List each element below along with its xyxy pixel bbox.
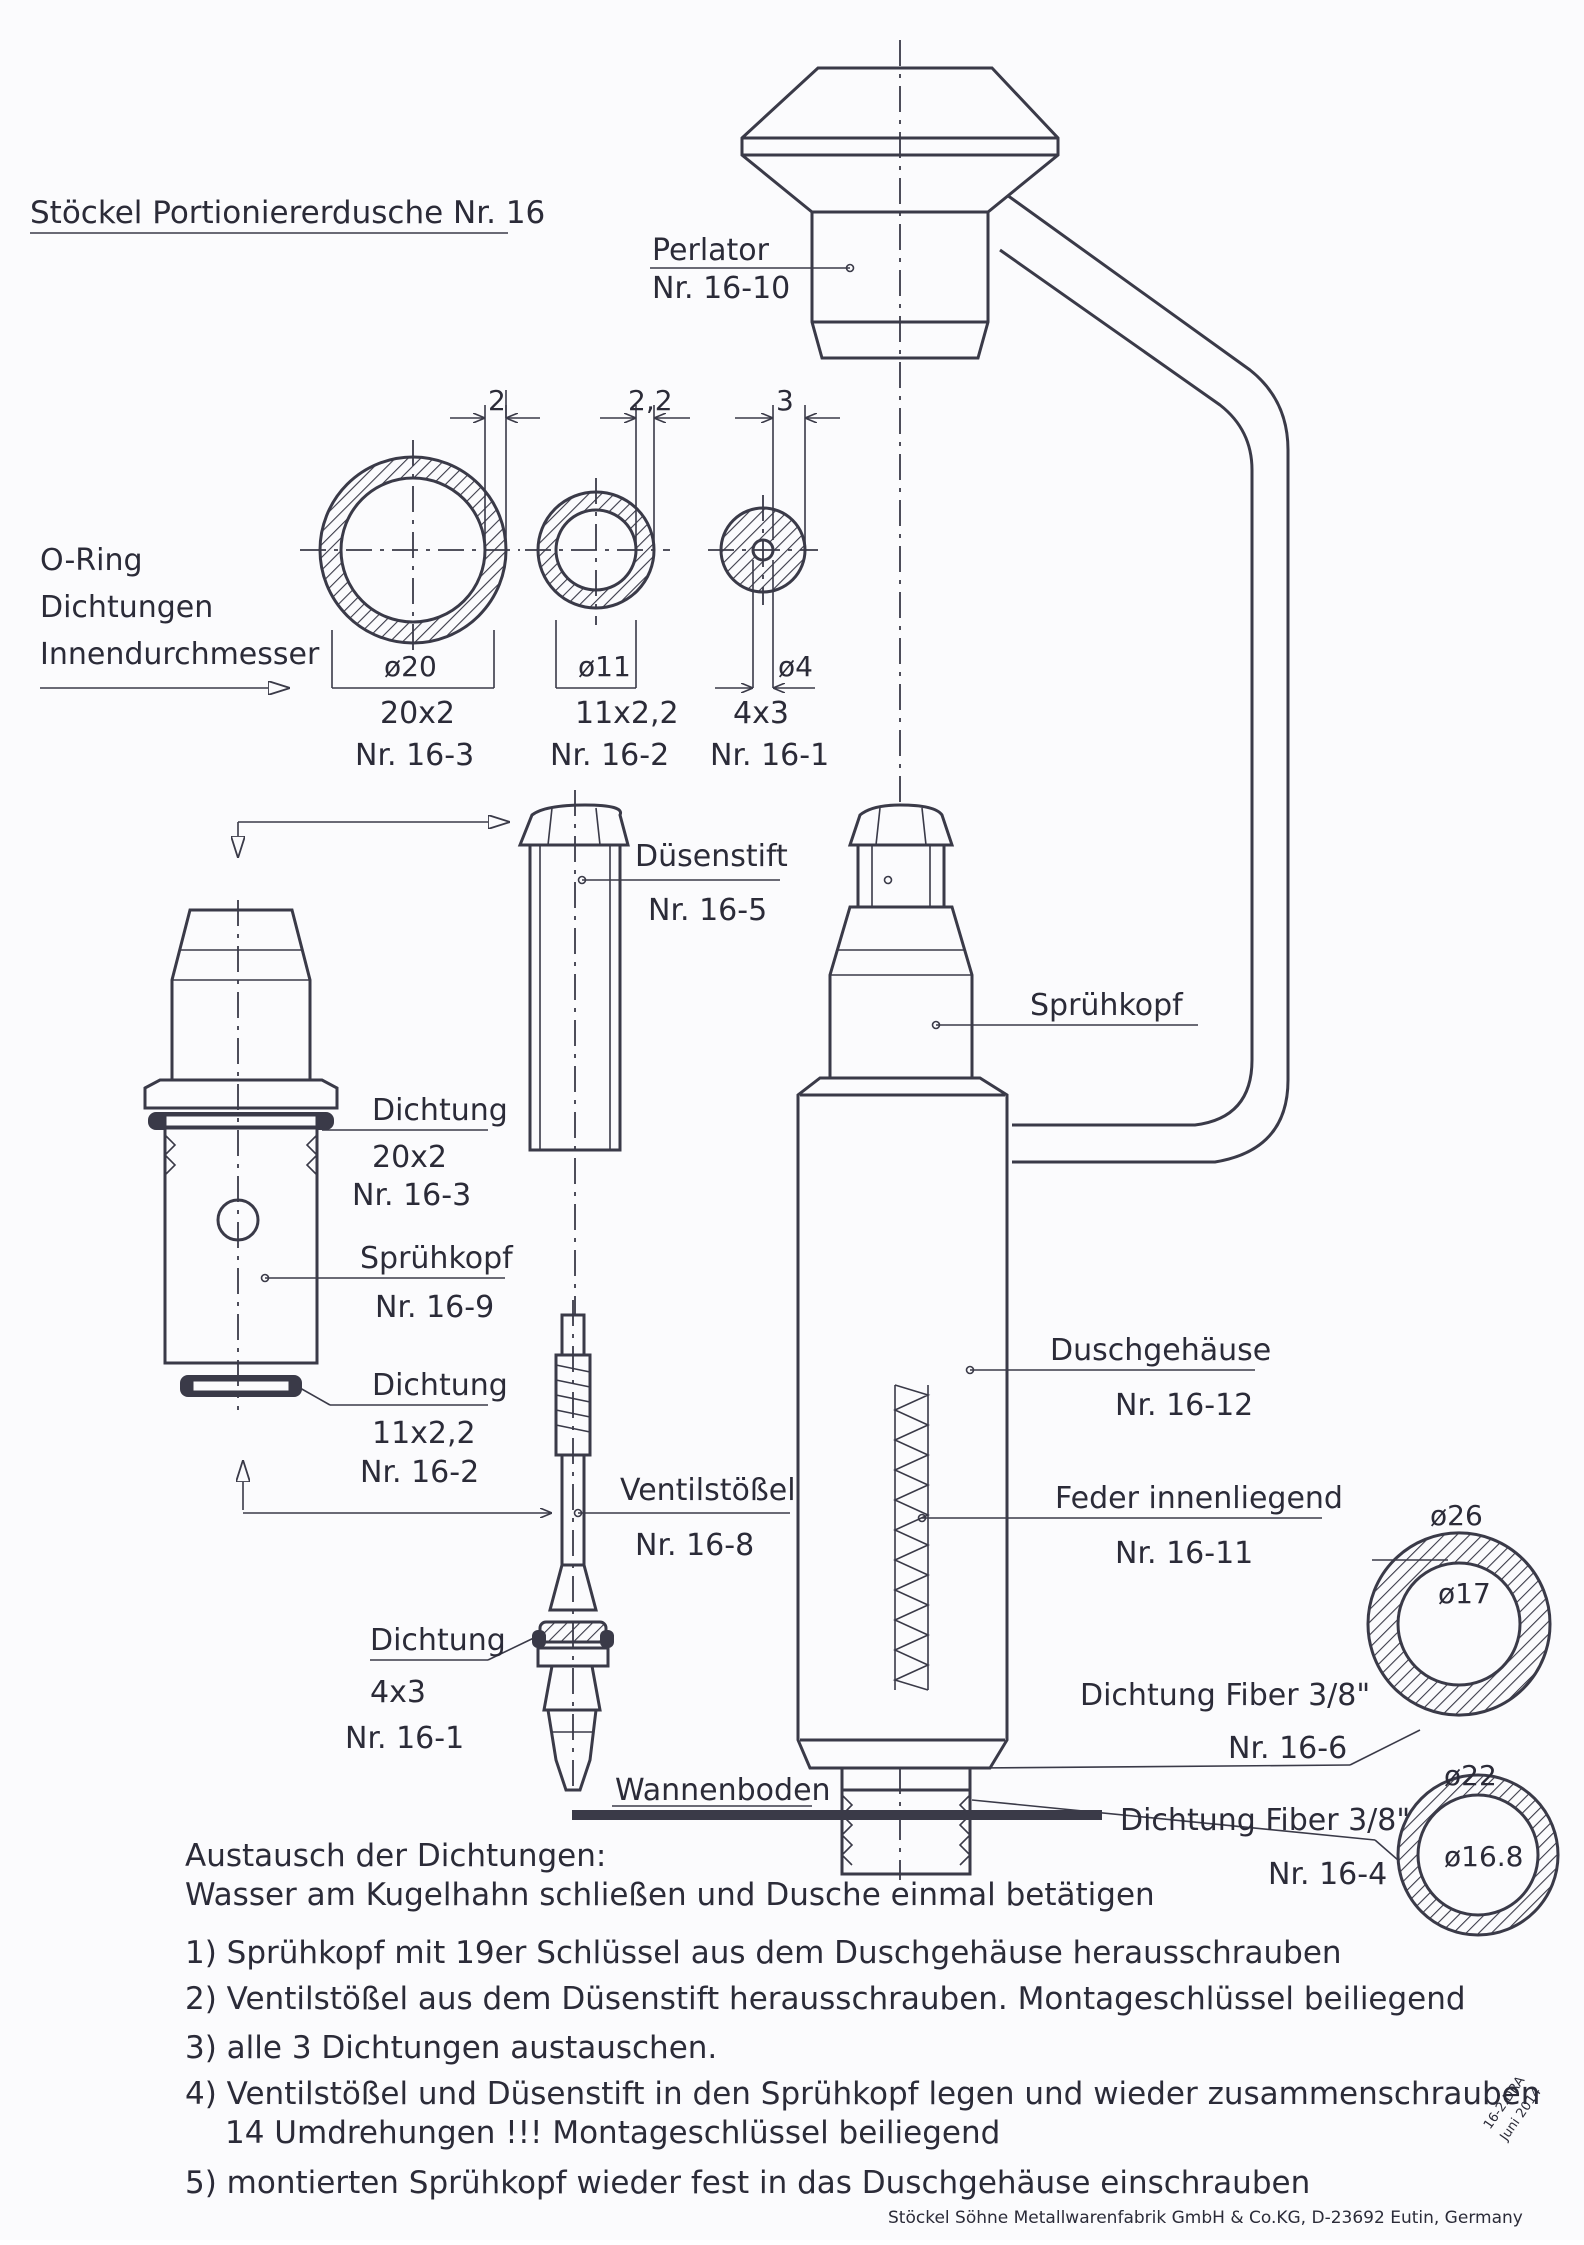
svg-text:Nr. 16-4: Nr. 16-4 bbox=[1268, 1857, 1387, 1892]
duschgehaeuse-label: Duschgehäuse Nr. 16-12 bbox=[970, 1333, 1271, 1423]
fiber-washer-26: ø26 ø17 bbox=[1366, 1499, 1552, 1717]
duesenstift-part bbox=[517, 790, 630, 1330]
dichtung-11-label: Dichtung 11x2,2 Nr. 16-2 bbox=[299, 1368, 508, 1490]
ventilstoessel-part bbox=[532, 1300, 614, 1792]
svg-text:O-Ring: O-Ring bbox=[40, 543, 143, 578]
svg-text:Dichtung: Dichtung bbox=[372, 1093, 508, 1128]
dichtung-4-label: Dichtung 4x3 Nr. 16-1 bbox=[345, 1623, 541, 1756]
spruehkopf-main-label: Sprühkopf bbox=[936, 988, 1198, 1026]
svg-text:20x2: 20x2 bbox=[372, 1140, 447, 1175]
svg-text:Nr. 16-8: Nr. 16-8 bbox=[635, 1528, 754, 1563]
svg-text:ø26: ø26 bbox=[1430, 1499, 1483, 1532]
svg-text:Perlator: Perlator bbox=[652, 233, 770, 268]
svg-text:3: 3 bbox=[776, 384, 794, 417]
svg-text:ø20: ø20 bbox=[384, 650, 437, 683]
svg-text:ø4: ø4 bbox=[778, 650, 813, 683]
instruction-step-5: 5) montierten Sprühkopf wieder fest in d… bbox=[185, 2165, 1310, 2201]
svg-text:Dichtung Fiber 3/8": Dichtung Fiber 3/8" bbox=[1120, 1803, 1410, 1838]
svg-text:Nr. 16-2: Nr. 16-2 bbox=[550, 738, 669, 773]
exploded-parts bbox=[143, 790, 630, 1792]
svg-text:ø11: ø11 bbox=[578, 650, 631, 683]
instructions-block: Austausch der Dichtungen: Wasser am Kuge… bbox=[185, 1838, 1540, 2201]
company-footer: Stöckel Söhne Metallwarenfabrik GmbH & C… bbox=[888, 2208, 1523, 2228]
dichtung-20-label: Dichtung 20x2 Nr. 16-3 bbox=[322, 1093, 508, 1213]
feder-label: Feder innenliegend Nr. 16-11 bbox=[922, 1481, 1343, 1571]
svg-text:Nr. 16-2: Nr. 16-2 bbox=[360, 1455, 479, 1490]
instruction-step-1: 1) Sprühkopf mit 19er Schlüssel aus dem … bbox=[185, 1935, 1342, 1971]
spruehkopf-detail-label: Sprühkopf Nr. 16-9 bbox=[265, 1241, 514, 1325]
svg-text:Nr. 16-12: Nr. 16-12 bbox=[1115, 1388, 1253, 1423]
main-shower-body bbox=[796, 803, 1009, 1880]
svg-text:2,2: 2,2 bbox=[628, 384, 673, 417]
svg-text:Sprühkopf: Sprühkopf bbox=[1030, 988, 1184, 1023]
oring-section: O-Ring Dichtungen Innendurchmesser 2 ø20… bbox=[40, 384, 840, 773]
instruction-step-4-cont: 14 Umdrehungen !!! Montageschlüssel beil… bbox=[225, 2115, 1000, 2151]
svg-text:Nr. 16-11: Nr. 16-11 bbox=[1115, 1536, 1253, 1571]
svg-text:Wannenboden: Wannenboden bbox=[615, 1773, 831, 1808]
svg-text:2: 2 bbox=[488, 384, 506, 417]
svg-text:ø22: ø22 bbox=[1444, 1759, 1497, 1792]
svg-text:Sprühkopf: Sprühkopf bbox=[360, 1241, 514, 1276]
svg-text:Duschgehäuse: Duschgehäuse bbox=[1050, 1333, 1271, 1368]
svg-text:11x2,2: 11x2,2 bbox=[372, 1416, 476, 1451]
svg-text:Innendurchmesser: Innendurchmesser bbox=[40, 637, 320, 672]
oring-4x3: 3 ø4 4x3 Nr. 16-1 bbox=[708, 384, 840, 773]
svg-text:Feder innenliegend: Feder innenliegend bbox=[1055, 1481, 1343, 1516]
spring-shape bbox=[892, 1384, 931, 1691]
instructions-subheading: Wasser am Kugelhahn schließen und Dusche… bbox=[185, 1877, 1155, 1913]
instruction-step-3: 3) alle 3 Dichtungen austauschen. bbox=[185, 2030, 717, 2066]
duesenstift-label: Düsenstift Nr. 16-5 bbox=[582, 839, 788, 928]
fiber-washer-22: ø22 ø16.8 bbox=[1396, 1759, 1560, 1937]
svg-text:Nr. 16-1: Nr. 16-1 bbox=[710, 738, 829, 773]
perlator-label: Perlator Nr. 16-10 bbox=[650, 233, 850, 306]
oring-11x2-2: 2,2 ø11 11x2,2 Nr. 16-2 bbox=[525, 384, 690, 773]
svg-text:Nr. 16-3: Nr. 16-3 bbox=[355, 738, 474, 773]
page-title: Stöckel Portioniererdusche Nr. 16 bbox=[30, 195, 545, 231]
fiber-1-label: Dichtung Fiber 3/8" Nr. 16-6 bbox=[974, 1678, 1421, 1769]
svg-text:20x2: 20x2 bbox=[380, 696, 455, 731]
wannenboden: Wannenboden bbox=[572, 1773, 1102, 1820]
svg-text:Nr. 16-3: Nr. 16-3 bbox=[352, 1178, 471, 1213]
ventilstoessel-label: Ventilstößel Nr. 16-8 bbox=[578, 1473, 796, 1563]
svg-text:Dichtung Fiber 3/8": Dichtung Fiber 3/8" bbox=[1080, 1678, 1370, 1713]
svg-text:ø17: ø17 bbox=[1438, 1577, 1491, 1610]
instruction-step-4: 4) Ventilstößel und Düsenstift in den Sp… bbox=[185, 2076, 1540, 2112]
svg-text:Nr. 16-10: Nr. 16-10 bbox=[652, 271, 790, 306]
spruehkopf-detail-part bbox=[143, 900, 339, 1410]
oring-20x2: 2 ø20 20x2 Nr. 16-3 bbox=[300, 384, 540, 773]
svg-text:ø16.8: ø16.8 bbox=[1444, 1840, 1523, 1873]
instructions-heading: Austausch der Dichtungen: bbox=[185, 1838, 606, 1874]
svg-text:Dichtung: Dichtung bbox=[372, 1368, 508, 1403]
svg-text:Ventilstößel: Ventilstößel bbox=[620, 1473, 796, 1508]
svg-text:Nr. 16-6: Nr. 16-6 bbox=[1228, 1731, 1347, 1766]
title-block: Stöckel Portioniererdusche Nr. 16 bbox=[30, 195, 545, 234]
instruction-step-2: 2) Ventilstößel aus dem Düsenstift herau… bbox=[185, 1981, 1466, 2017]
svg-text:Nr. 16-5: Nr. 16-5 bbox=[648, 893, 767, 928]
svg-text:Nr. 16-1: Nr. 16-1 bbox=[345, 1721, 464, 1756]
svg-text:4x3: 4x3 bbox=[733, 696, 789, 731]
svg-text:Düsenstift: Düsenstift bbox=[635, 839, 788, 874]
perlator-assembly bbox=[740, 66, 1290, 1164]
svg-text:Nr. 16-9: Nr. 16-9 bbox=[375, 1290, 494, 1325]
shower-pipe bbox=[999, 188, 1290, 1164]
svg-text:4x3: 4x3 bbox=[370, 1675, 426, 1710]
svg-text:11x2,2: 11x2,2 bbox=[575, 696, 679, 731]
fiber-2-label: Dichtung Fiber 3/8" Nr. 16-4 bbox=[971, 1799, 1410, 1892]
svg-text:Dichtung: Dichtung bbox=[370, 1623, 506, 1658]
svg-text:Dichtungen: Dichtungen bbox=[40, 590, 213, 625]
